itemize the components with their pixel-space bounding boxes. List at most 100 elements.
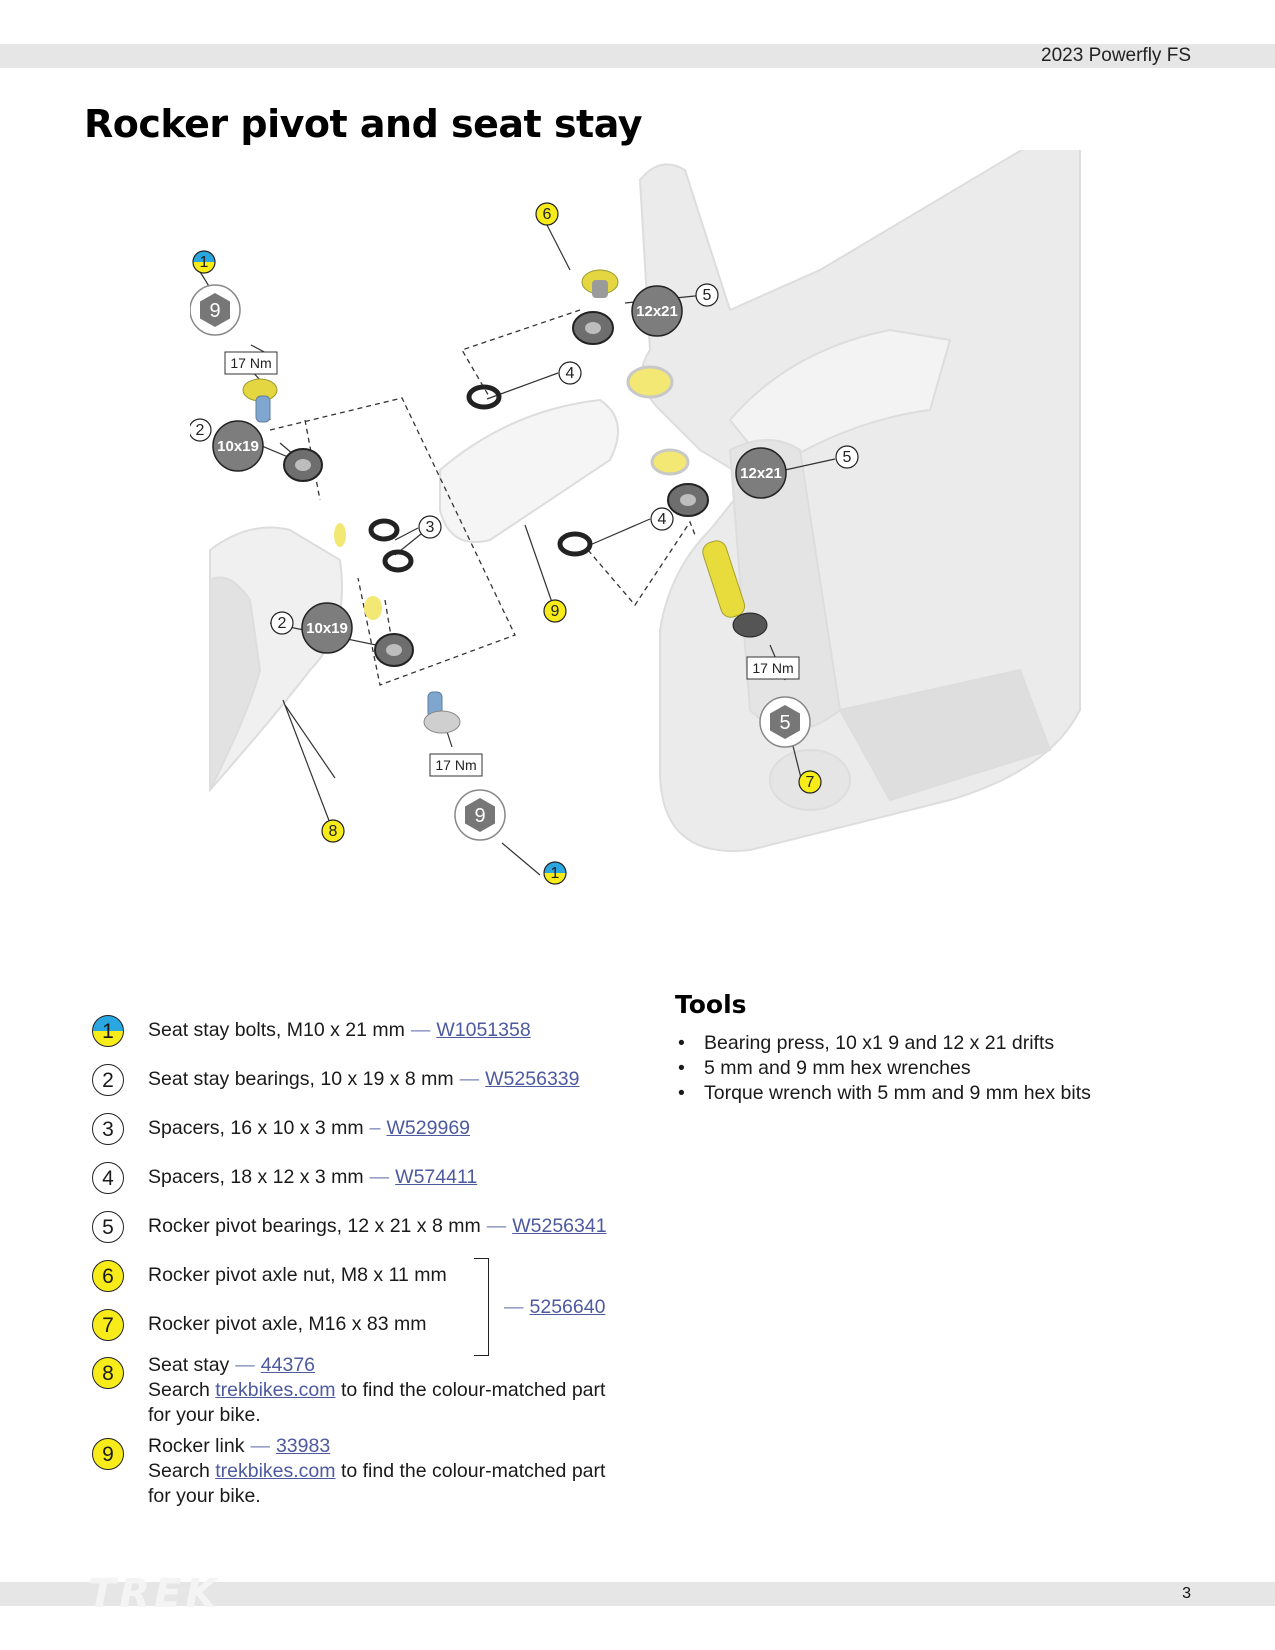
svg-text:17 Nm: 17 Nm bbox=[435, 757, 476, 773]
list-item: 6 Rocker pivot axle nut, M8 x 11 mm bbox=[92, 1260, 447, 1292]
svg-text:17 Nm: 17 Nm bbox=[230, 355, 271, 371]
svg-text:9: 9 bbox=[551, 603, 560, 620]
svg-text:10x19: 10x19 bbox=[306, 620, 348, 637]
svg-text:2: 2 bbox=[196, 422, 205, 439]
callout-2-top: 2 bbox=[190, 418, 212, 442]
part-name: Rocker pivot bearings, 12 x 21 x 8 mm bbox=[148, 1215, 481, 1237]
part-number-badge: 4 bbox=[92, 1162, 124, 1194]
bearing-size-badge: 12x21 bbox=[735, 447, 787, 499]
callout-7: 7 bbox=[798, 770, 822, 794]
part-name: Rocker pivot axle, M16 x 83 mm bbox=[148, 1313, 427, 1335]
callout-4-bottom: 4 bbox=[650, 507, 674, 531]
part-name: Rocker link bbox=[148, 1435, 245, 1457]
part-number-badge: 2 bbox=[92, 1064, 124, 1096]
shared-part-number: —5256640 bbox=[504, 1296, 606, 1318]
callout-1-top: 1 bbox=[192, 250, 216, 274]
svg-text:5: 5 bbox=[703, 287, 712, 304]
callout-8: 8 bbox=[321, 819, 345, 843]
part-name: Spacers, 18 x 12 x 3 mm bbox=[148, 1166, 364, 1188]
list-item: 5 mm and 9 mm hex wrenches bbox=[675, 1056, 1091, 1081]
part-number-link[interactable]: W529969 bbox=[386, 1117, 471, 1139]
part-name: Spacers, 16 x 10 x 3 mm bbox=[148, 1117, 364, 1139]
list-item: 4 Spacers, 18 x 12 x 3 mm—W574411 bbox=[92, 1162, 478, 1194]
part-number-link[interactable]: W5256341 bbox=[512, 1215, 607, 1237]
callout-3: 3 bbox=[418, 515, 442, 539]
svg-text:12x21: 12x21 bbox=[740, 465, 782, 482]
part-number-badge: 5 bbox=[92, 1211, 124, 1243]
part-number-link[interactable]: W5256339 bbox=[485, 1068, 580, 1090]
tools-list: Bearing press, 10 x1 9 and 12 x 21 drift… bbox=[675, 1031, 1091, 1106]
svg-text:3: 3 bbox=[426, 519, 435, 536]
torque-label: 17 Nm bbox=[224, 351, 278, 375]
document-title: 2023 Powerfly FS bbox=[1041, 45, 1191, 66]
list-item: 3 Spacers, 16 x 10 x 3 mm–W529969 bbox=[92, 1113, 471, 1145]
svg-text:5: 5 bbox=[843, 449, 852, 466]
bearing-size-badge: 12x21 bbox=[631, 285, 683, 337]
svg-text:8: 8 bbox=[329, 823, 338, 840]
part-number-link[interactable]: 44376 bbox=[260, 1354, 316, 1376]
callout-5-bottom: 5 bbox=[835, 445, 859, 469]
page-number: 3 bbox=[1182, 1585, 1191, 1602]
callout-9: 9 bbox=[543, 599, 567, 623]
torque-label: 17 Nm bbox=[429, 753, 483, 777]
part-number-badge: 1 bbox=[92, 1015, 124, 1047]
list-item: Torque wrench with 5 mm and 9 mm hex bit… bbox=[675, 1081, 1091, 1106]
callout-2-bottom: 2 bbox=[270, 611, 294, 635]
svg-text:10x19: 10x19 bbox=[217, 438, 259, 455]
callout-6: 6 bbox=[535, 202, 559, 226]
header-bar bbox=[0, 44, 1275, 68]
bearing-size-badge: 10x19 bbox=[301, 602, 353, 654]
part-number-link[interactable]: W1051358 bbox=[436, 1019, 531, 1041]
svg-text:12x21: 12x21 bbox=[636, 303, 678, 320]
svg-text:4: 4 bbox=[658, 511, 667, 528]
svg-text:2: 2 bbox=[278, 615, 287, 632]
hex-label-9-bottom: 9 bbox=[474, 805, 485, 827]
part-number-badge: 8 bbox=[92, 1357, 124, 1389]
part-name: Seat stay bbox=[148, 1354, 230, 1376]
part-number-link[interactable]: W574411 bbox=[395, 1166, 478, 1188]
part-number-link[interactable]: 5256640 bbox=[529, 1296, 606, 1318]
callout-5-top: 5 bbox=[695, 283, 719, 307]
parts-illustration bbox=[242, 269, 768, 734]
svg-text:1: 1 bbox=[551, 865, 560, 882]
list-item: Bearing press, 10 x1 9 and 12 x 21 drift… bbox=[675, 1031, 1091, 1056]
svg-text:6: 6 bbox=[543, 206, 552, 223]
trek-logo: TREK bbox=[88, 1571, 221, 1617]
torque-label: 17 Nm bbox=[746, 656, 800, 680]
svg-text:1: 1 bbox=[200, 254, 209, 271]
tools-heading: Tools bbox=[675, 990, 747, 1019]
part-number-badge: 6 bbox=[92, 1260, 124, 1292]
trekbikes-link[interactable]: trekbikes.com bbox=[215, 1460, 336, 1482]
callout-1-bottom: 1 bbox=[543, 861, 567, 885]
callout-4-top: 4 bbox=[558, 361, 582, 385]
list-item: 2 Seat stay bearings, 10 x 19 x 8 mm—W52… bbox=[92, 1064, 580, 1096]
hex-wrench-icon: 9 bbox=[190, 284, 241, 336]
bearing-size-badge: 10x19 bbox=[212, 420, 264, 472]
list-item: 5 Rocker pivot bearings, 12 x 21 x 8 mm—… bbox=[92, 1211, 607, 1243]
part-name: Rocker pivot axle nut, M8 x 11 mm bbox=[148, 1264, 447, 1286]
hex-wrench-icon: 9 bbox=[454, 789, 506, 841]
svg-text:17 Nm: 17 Nm bbox=[752, 660, 793, 676]
svg-text:4: 4 bbox=[566, 365, 575, 382]
part-name: Seat stay bolts, M10 x 21 mm bbox=[148, 1019, 405, 1041]
list-item: 7 Rocker pivot axle, M16 x 83 mm bbox=[92, 1309, 427, 1341]
part-number-badge: 9 bbox=[92, 1438, 124, 1470]
page-title: Rocker pivot and seat stay bbox=[84, 102, 642, 146]
hex-label-9-top: 9 bbox=[209, 300, 220, 322]
svg-text:7: 7 bbox=[806, 774, 815, 791]
trekbikes-link[interactable]: trekbikes.com bbox=[215, 1379, 336, 1401]
exploded-diagram: 9 9 5 17 Nm 17 Nm 17 Nm 10x19 bbox=[190, 150, 1090, 930]
part-name: Seat stay bearings, 10 x 19 x 8 mm bbox=[148, 1068, 454, 1090]
part-number-badge: 7 bbox=[92, 1309, 124, 1341]
list-item: 9 Rocker link—33983 Search trekbikes.com… bbox=[92, 1434, 605, 1509]
exploded-diagram-svg: 9 9 5 17 Nm 17 Nm 17 Nm 10x19 bbox=[190, 150, 1081, 885]
part-number-link[interactable]: 33983 bbox=[275, 1435, 331, 1457]
list-item: 8 Seat stay—44376 Search trekbikes.com t… bbox=[92, 1353, 605, 1428]
part-number-badge: 3 bbox=[92, 1113, 124, 1145]
hex-label-5: 5 bbox=[779, 712, 790, 734]
list-item: 1 Seat stay bolts, M10 x 21 mm—W1051358 bbox=[92, 1015, 531, 1047]
hex-wrench-icon: 5 bbox=[759, 696, 811, 748]
footer-bar bbox=[0, 1582, 1275, 1606]
frame-illustration bbox=[209, 150, 1081, 852]
group-bracket bbox=[474, 1258, 489, 1356]
